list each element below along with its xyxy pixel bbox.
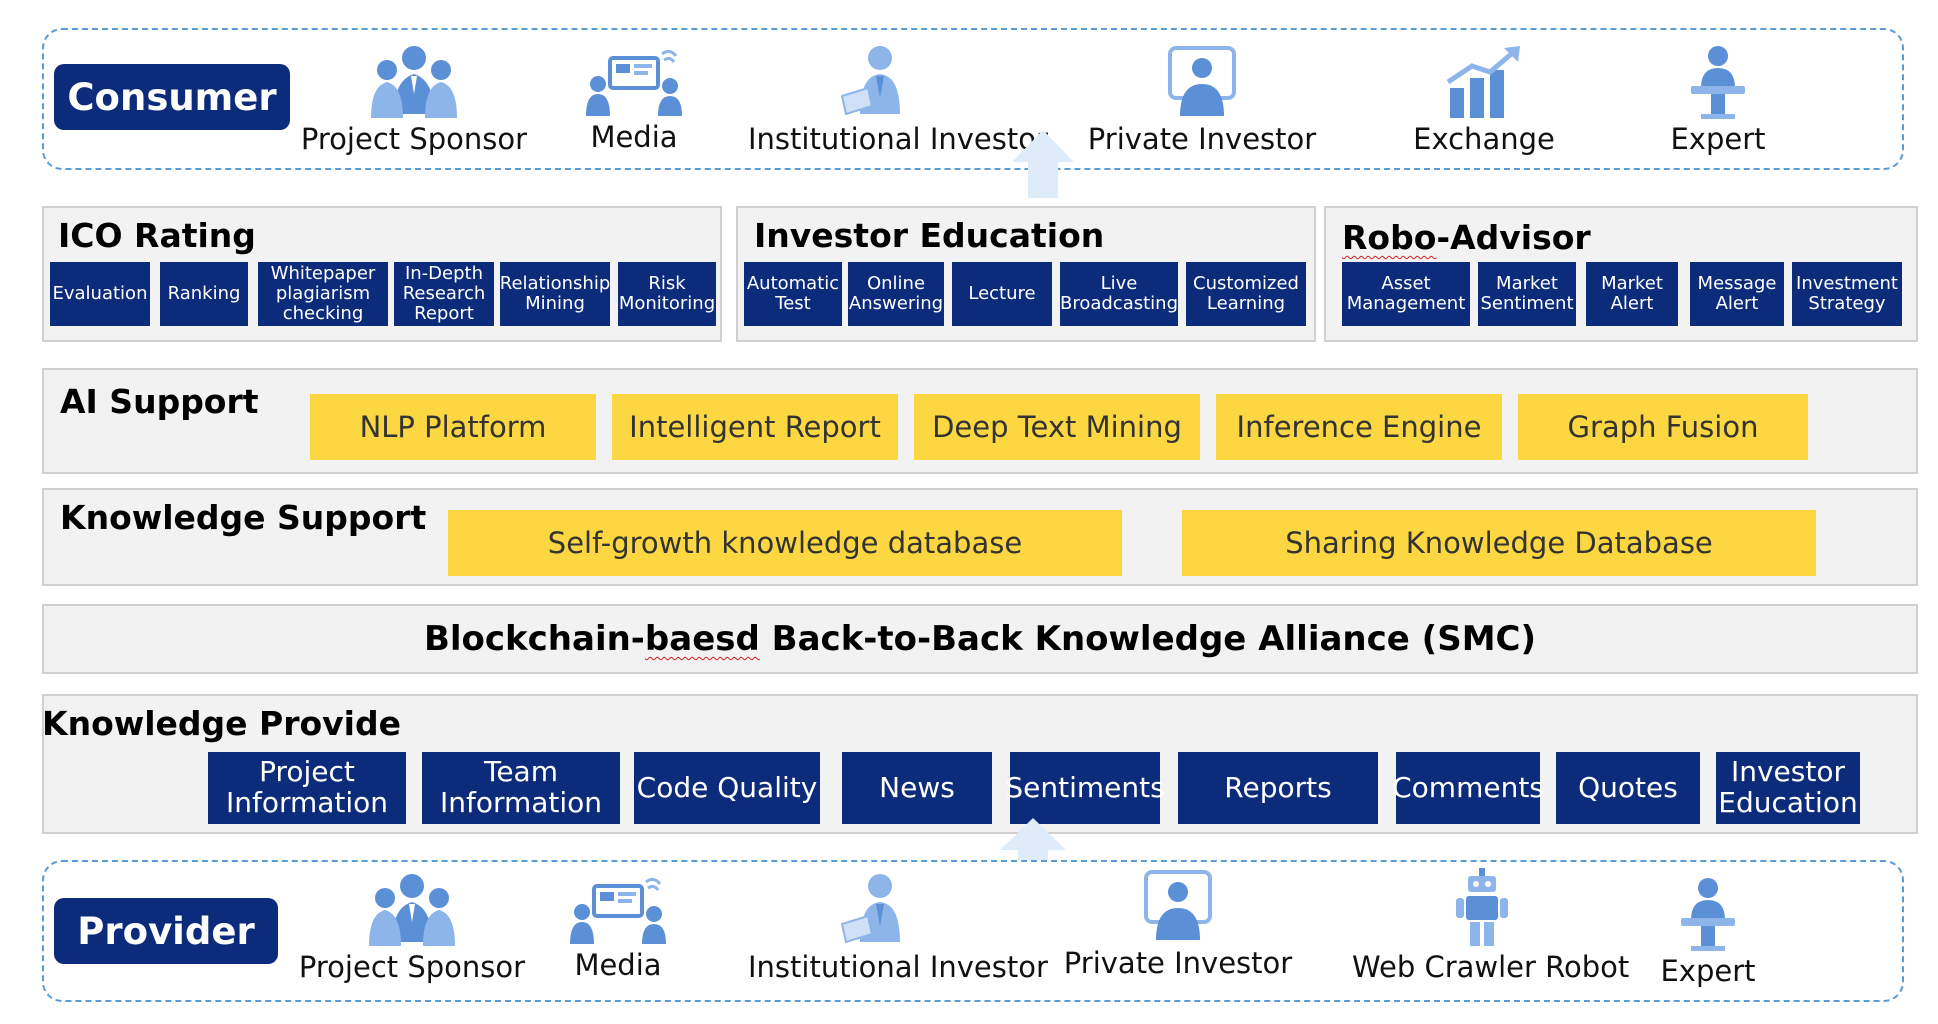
ai-item-graph-fusion[interactable]: Graph Fusion [1518, 394, 1808, 460]
provide-item-sentiments[interactable]: Sentiments [1005, 752, 1165, 824]
provider-actor-private-investor: Private Investor [1048, 868, 1308, 980]
knowledge-item-self-growth-db[interactable]: Self-growth knowledge database [448, 510, 1122, 576]
actor-label: Private Investor [1087, 122, 1317, 156]
actor-label: Institutional Investor [748, 122, 1048, 156]
monitor-user-icon [1168, 46, 1236, 116]
ico-item-risk-monitoring[interactable]: Risk Monitoring [618, 262, 716, 326]
provide-item-team-information[interactable]: Team Information [422, 752, 620, 824]
ai-item-intelligent-report[interactable]: Intelligent Report [612, 394, 898, 460]
growth-chart-icon [1446, 46, 1520, 118]
ai-item-deep-text-mining[interactable]: Deep Text Mining [914, 394, 1200, 460]
robo-item-investment-strategy[interactable]: Investment Strategy [1792, 262, 1902, 326]
robo-item-asset-management[interactable]: Asset Management [1342, 262, 1470, 326]
actor-label: Media [574, 948, 662, 982]
edu-item-live-broadcasting[interactable]: Live Broadcasting [1060, 262, 1178, 326]
actor-label: Exchange [1413, 122, 1555, 156]
media-icon [570, 877, 666, 944]
ico-item-ranking[interactable]: Ranking [160, 262, 248, 326]
provide-item-investor-education[interactable]: Investor Education [1716, 752, 1860, 824]
robo-advisor-title: Robo-Advisor [1342, 218, 1591, 257]
consumer-actor-institutional-investor: Institutional Investor [748, 44, 1048, 156]
actor-label: Expert [1670, 122, 1766, 156]
consumer-actor-media: Media [504, 44, 764, 154]
knowledge-support-title: Knowledge Support [60, 498, 427, 537]
provider-actor-institutional-investor: Institutional Investor [748, 872, 1048, 984]
edu-item-lecture[interactable]: Lecture [952, 262, 1052, 326]
consumer-badge: Consumer [54, 64, 290, 130]
actor-label: Project Sponsor [298, 950, 526, 984]
expert-icon [1681, 878, 1735, 951]
group-icon [369, 874, 455, 946]
up-arrow-icon [1012, 130, 1074, 198]
provide-item-news[interactable]: News [842, 752, 992, 824]
actor-label: Private Investor [1063, 946, 1293, 980]
ico-item-whitepaper-plagiarism[interactable]: Whitepaper plagiarism checking [258, 262, 388, 326]
up-arrow-icon [1000, 818, 1066, 886]
consumer-actor-exchange: Exchange [1354, 44, 1614, 156]
ai-item-inference-engine[interactable]: Inference Engine [1216, 394, 1502, 460]
knowledge-item-sharing-db[interactable]: Sharing Knowledge Database [1182, 510, 1816, 576]
provide-item-comments[interactable]: Comments [1392, 752, 1544, 824]
blockchain-title-part1: Blockchain- [423, 619, 645, 659]
knowledge-provide-title: Knowledge Provide [42, 704, 401, 743]
consumer-actor-expert: Expert [1588, 44, 1848, 156]
ai-support-title: AI Support [60, 382, 259, 421]
actor-label: Expert [1660, 954, 1756, 988]
robo-advisor-title-part2: -Advisor [1436, 218, 1591, 257]
actor-label: Institutional Investor [748, 950, 1048, 984]
provider-panel [42, 860, 1904, 1002]
consumer-actor-project-sponsor: Project Sponsor [284, 44, 544, 156]
presenter-icon [840, 46, 900, 116]
edu-item-online-answering[interactable]: Online Answering [848, 262, 944, 326]
robo-advisor-title-part1: Robo [1342, 218, 1437, 257]
consumer-panel [42, 28, 1904, 170]
provider-actor-expert: Expert [1578, 876, 1838, 988]
provide-item-code-quality[interactable]: Code Quality [634, 752, 820, 824]
investor-education-title: Investor Education [754, 216, 1105, 255]
edu-item-customized-learning[interactable]: Customized Learning [1186, 262, 1306, 326]
blockchain-title-part3: Back-to-Back Knowledge Alliance (SMC) [759, 619, 1537, 659]
robot-icon [1456, 868, 1508, 946]
actor-label: Media [590, 120, 678, 154]
ico-item-research-report[interactable]: In-Depth Research Report [394, 262, 494, 326]
ico-rating-title: ICO Rating [58, 216, 256, 255]
blockchain-panel [42, 604, 1918, 674]
provider-actor-project-sponsor: Project Sponsor [282, 872, 542, 984]
monitor-user-icon [1144, 870, 1212, 940]
media-icon [586, 49, 682, 116]
edu-item-automatic-test[interactable]: Automatic Test [744, 262, 842, 326]
blockchain-title-part2: baesd [644, 619, 760, 659]
ai-item-nlp-platform[interactable]: NLP Platform [310, 394, 596, 460]
robo-item-market-alert[interactable]: Market Alert [1586, 262, 1678, 326]
robo-item-market-sentiment[interactable]: Market Sentiment [1478, 262, 1576, 326]
provide-item-project-information[interactable]: Project Information [208, 752, 406, 824]
consumer-actor-private-investor: Private Investor [1072, 44, 1332, 156]
presenter-icon [840, 874, 900, 944]
provide-item-quotes[interactable]: Quotes [1556, 752, 1700, 824]
group-icon [371, 46, 457, 118]
provide-item-reports[interactable]: Reports [1178, 752, 1378, 824]
provider-actor-web-crawler-robot: Web Crawler Robot [1352, 868, 1630, 984]
robo-item-message-alert[interactable]: Message Alert [1690, 262, 1784, 326]
actor-label: Web Crawler Robot [1352, 950, 1630, 984]
ico-item-evaluation[interactable]: Evaluation [50, 262, 150, 326]
ico-item-relationship-mining[interactable]: Relationship Mining [500, 262, 610, 326]
blockchain-title: Blockchain-baesd Back-to-Back Knowledge … [42, 604, 1918, 674]
actor-label: Project Sponsor [300, 122, 528, 156]
provider-actor-media: Media [488, 872, 748, 982]
provider-badge: Provider [54, 898, 278, 964]
expert-icon [1691, 46, 1745, 119]
